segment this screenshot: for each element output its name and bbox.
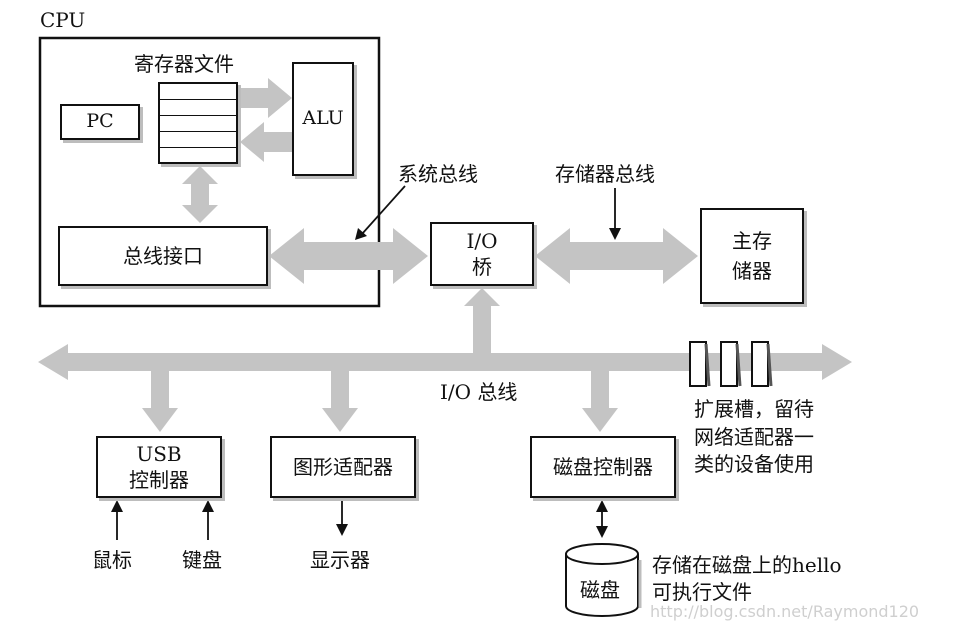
io-bus-arrow — [38, 344, 852, 380]
memory-bus-label: 存储器总线 — [555, 162, 655, 186]
bus-interface: 总线接口 — [58, 226, 268, 286]
main-memory-line1: 主存 — [732, 229, 772, 253]
io-bridge-line2: 桥 — [472, 255, 492, 279]
graphics-adapter-label: 图形适配器 — [293, 454, 393, 479]
alu-to-register-arrow — [240, 122, 292, 162]
watermark: http://blog.csdn.net/Raymond120 — [650, 602, 920, 621]
pc-label: PC — [86, 110, 114, 133]
disk-arrow-down — [596, 526, 608, 538]
keyboard-label: 键盘 — [182, 548, 222, 572]
bridge-io-bus-arrow — [464, 288, 500, 354]
expansion-slots-line3: 类的设备使用 — [694, 452, 814, 477]
keyboard-arrow — [202, 500, 214, 512]
io-to-usb-arrow — [142, 370, 178, 432]
cpu-frame — [38, 36, 381, 308]
system-bus-arrow — [269, 228, 428, 284]
disk-label: 磁盘 — [580, 578, 620, 602]
display-label: 显示器 — [310, 548, 370, 572]
graphics-adapter: 图形适配器 — [270, 436, 416, 498]
disk-cylinder — [565, 543, 642, 617]
hello-note-line1: 存储在磁盘上的hello — [652, 553, 842, 577]
main-memory-line2: 储器 — [732, 259, 772, 283]
bus-interface-label: 总线接口 — [123, 243, 203, 268]
alu: ALU — [292, 62, 354, 176]
mouse-label: 鼠标 — [92, 548, 132, 572]
disk-arrow-up — [596, 500, 608, 512]
register-bus-interface-arrow — [182, 166, 218, 223]
io-to-disk-controller-arrow — [582, 370, 618, 432]
memory-bus-arrow — [535, 228, 698, 284]
hello-note: 存储在磁盘上的hello 可执行文件 — [652, 552, 842, 606]
alu-label: ALU — [302, 107, 344, 130]
mouse-arrow — [111, 500, 123, 512]
disk-controller-label: 磁盘控制器 — [553, 454, 653, 479]
expansion-slots-line1: 扩展槽，留待 — [694, 397, 814, 421]
pc-register: PC — [60, 104, 140, 140]
io-to-graphics-arrow — [322, 370, 358, 432]
register-file — [158, 82, 238, 164]
system-bus-label: 系统总线 — [398, 162, 478, 186]
io-bus-label: I/O 总线 — [440, 380, 518, 404]
system-bus-pointer — [355, 228, 367, 240]
hello-note-line2: 可执行文件 — [652, 580, 752, 604]
expansion-slots-note: 扩展槽，留待 网络适配器一 类的设备使用 — [694, 396, 814, 479]
main-memory: 主存 储器 — [700, 208, 804, 304]
expansion-slots — [689, 341, 773, 387]
expansion-slots-line2: 网络适配器一 — [694, 424, 814, 449]
cpu-label: CPU — [40, 8, 86, 32]
memory-bus-pointer — [609, 228, 621, 240]
usb-controller-line1: USB — [136, 442, 182, 466]
io-bridge-line1: I/O — [466, 229, 498, 253]
disk-controller: 磁盘控制器 — [530, 436, 676, 498]
register-file-label: 寄存器文件 — [134, 52, 234, 76]
io-bridge: I/O 桥 — [430, 222, 534, 286]
display-arrow — [336, 524, 348, 536]
register-to-alu-arrow — [240, 78, 292, 118]
usb-controller-line2: 控制器 — [129, 468, 189, 492]
usb-controller: USB 控制器 — [96, 436, 222, 498]
